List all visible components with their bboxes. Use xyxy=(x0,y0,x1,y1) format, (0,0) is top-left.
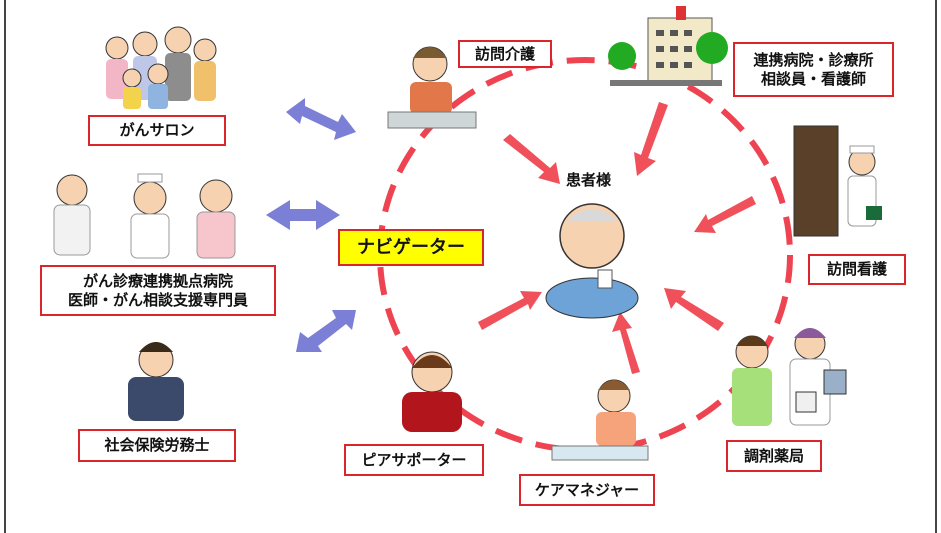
arrow-from-peer-supporter xyxy=(478,291,542,330)
link-arrow-hospital xyxy=(266,200,340,230)
label-salon: がんサロン xyxy=(88,115,226,146)
medical-staff-illustration xyxy=(53,173,236,259)
home-care-illustration xyxy=(387,46,477,129)
visiting-nurse-illustration xyxy=(793,125,882,237)
family-illustration xyxy=(105,26,217,109)
arrow-from-pharmacy xyxy=(664,288,724,331)
arrow-from-home-care xyxy=(503,134,560,184)
label-patient: 患者様 xyxy=(566,171,612,189)
link-arrow-sharoshi xyxy=(296,310,356,352)
label-pharmacy: 調剤薬局 xyxy=(726,440,822,472)
link-arrow-salon xyxy=(286,98,356,140)
label-partner-hospital: 連携病院・診療所 相談員・看護師 xyxy=(733,42,894,97)
peer-supporter-illustration xyxy=(402,351,462,432)
patient-illustration xyxy=(545,203,639,319)
sharoshi-illustration xyxy=(128,342,184,421)
arrow-from-care-manager xyxy=(612,312,640,374)
label-care-manager: ケアマネジャー xyxy=(519,474,655,506)
label-navigator: ナビゲーター xyxy=(338,229,484,266)
hospital-building-illustration xyxy=(608,6,728,86)
care-manager-illustration xyxy=(551,379,649,461)
label-peer-supporter: ピアサポーター xyxy=(344,444,484,476)
arrow-from-visiting-nurse xyxy=(694,196,756,233)
label-home-care: 訪問介護 xyxy=(458,40,552,68)
arrow-from-partner-hospital xyxy=(634,102,668,176)
pharmacy-illustration xyxy=(732,328,847,426)
label-visiting-nurse: 訪問看護 xyxy=(808,254,906,285)
slide-frame xyxy=(4,0,937,533)
label-sharoshi: 社会保険労務士 xyxy=(78,429,236,462)
label-cancer-hospital: がん診療連携拠点病院 医師・がん相談支援専門員 xyxy=(40,265,276,316)
